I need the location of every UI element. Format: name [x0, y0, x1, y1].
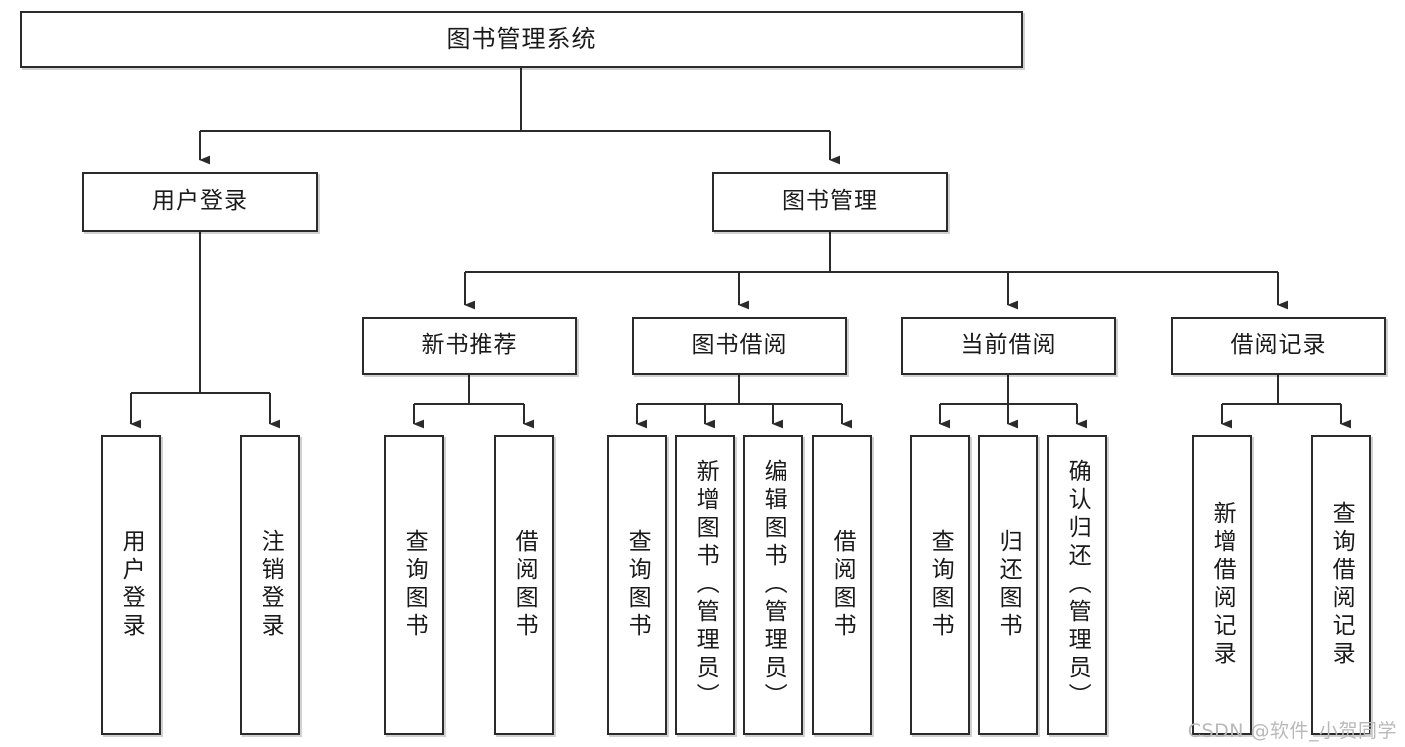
- node-label: 查询借阅记录: [1328, 501, 1355, 669]
- node-new-book-recommendation[interactable]: 新书推荐: [362, 317, 577, 375]
- node-label: 查询图书: [401, 529, 428, 641]
- leaf-borrow-book-recommendation[interactable]: 借阅图书: [494, 435, 554, 735]
- leaf-add-borrow-record[interactable]: 新增借阅记录: [1192, 435, 1252, 735]
- node-label: 查询图书: [624, 529, 651, 641]
- node-book-management[interactable]: 图书管理: [712, 172, 948, 232]
- node-label: 用户登录: [152, 188, 248, 215]
- leaf-logout[interactable]: 注销登录: [240, 435, 300, 735]
- leaf-borrow-book[interactable]: 借阅图书: [812, 435, 872, 735]
- node-label: 确认归还（管理员）: [1064, 459, 1091, 711]
- node-label: 借阅图书: [829, 529, 856, 641]
- node-borrow-record[interactable]: 借阅记录: [1171, 317, 1386, 375]
- node-label: 查询图书: [927, 529, 954, 641]
- node-label: 注销登录: [257, 529, 284, 641]
- node-label: 用户登录: [118, 529, 145, 641]
- leaf-add-book-admin[interactable]: 新增图书（管理员）: [675, 435, 735, 735]
- leaf-confirm-return-admin[interactable]: 确认归还（管理员）: [1047, 435, 1107, 735]
- node-label: 新增图书（管理员）: [692, 459, 719, 711]
- node-label: 编辑图书（管理员）: [760, 459, 787, 711]
- leaf-user-login[interactable]: 用户登录: [101, 435, 161, 735]
- leaf-return-book[interactable]: 归还图书: [978, 435, 1038, 735]
- node-book-borrow[interactable]: 图书借阅: [632, 317, 847, 375]
- leaf-query-book-current[interactable]: 查询图书: [910, 435, 970, 735]
- node-label: 归还图书: [995, 529, 1022, 641]
- leaf-query-book-borrow[interactable]: 查询图书: [607, 435, 667, 735]
- leaf-query-book-recommendation[interactable]: 查询图书: [384, 435, 444, 735]
- node-root-book-management-system[interactable]: 图书管理系统: [20, 11, 1023, 68]
- node-label: 图书管理: [782, 188, 878, 215]
- node-label: 图书借阅: [691, 332, 788, 359]
- node-label: 借阅记录: [1230, 332, 1327, 359]
- leaf-query-borrow-record[interactable]: 查询借阅记录: [1311, 435, 1371, 735]
- node-label: 新增借阅记录: [1209, 501, 1236, 669]
- node-label: 新书推荐: [421, 332, 518, 359]
- node-user-login[interactable]: 用户登录: [82, 172, 318, 232]
- leaf-edit-book-admin[interactable]: 编辑图书（管理员）: [743, 435, 803, 735]
- node-label: 借阅图书: [511, 529, 538, 641]
- node-label: 当前借阅: [960, 332, 1057, 359]
- node-current-borrow[interactable]: 当前借阅: [901, 317, 1116, 375]
- node-label: 图书管理系统: [446, 25, 597, 54]
